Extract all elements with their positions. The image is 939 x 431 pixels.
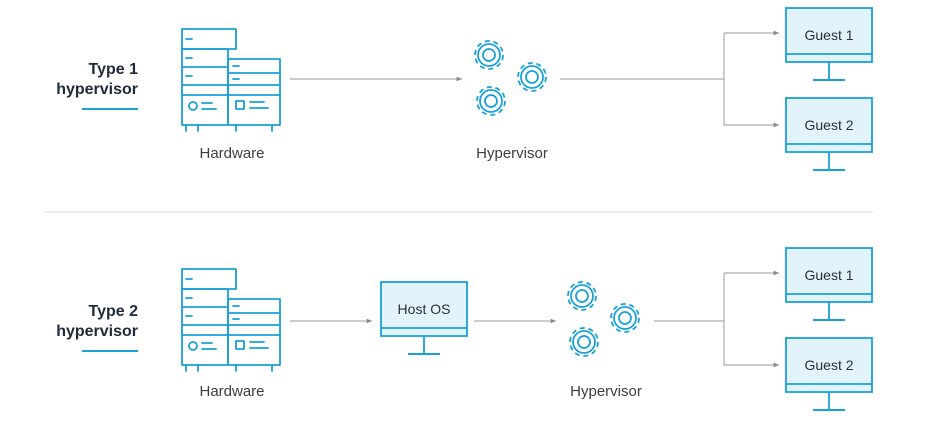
- guest1-label: Guest 1: [804, 267, 854, 283]
- hypervisor-label: Hypervisor: [476, 145, 548, 162]
- row-title-line2: hypervisor: [56, 81, 138, 98]
- row-title-line1: Type 2: [88, 303, 139, 320]
- gears-icon: [474, 40, 547, 116]
- row-type2-connectors: [290, 270, 779, 368]
- server-rack-icon: [181, 268, 281, 372]
- row-title-underline: [82, 108, 138, 110]
- hypervisor-label: Hypervisor: [570, 383, 642, 400]
- server-rack-icon: [181, 28, 281, 132]
- guest2-label: Guest 2: [804, 117, 854, 133]
- row-type1-connectors: [290, 30, 779, 128]
- row-title-line2: hypervisor: [56, 323, 138, 340]
- row-title-type2: Type 2 hypervisor: [34, 302, 138, 342]
- hardware-label: Hardware: [199, 145, 265, 162]
- hardware-label: Hardware: [199, 383, 265, 400]
- row-title-underline: [82, 350, 138, 352]
- guest1-label: Guest 1: [804, 27, 854, 43]
- monitor-icon: [785, 247, 873, 321]
- row-title-line1: Type 1: [88, 61, 139, 78]
- guest2-label: Guest 2: [804, 357, 854, 373]
- monitor-icon: [785, 337, 873, 411]
- monitor-icon: [380, 281, 468, 355]
- monitor-icon: [785, 97, 873, 171]
- monitor-icon: [785, 7, 873, 81]
- gears-icon: [567, 281, 640, 357]
- host-os-label: Host OS: [397, 301, 451, 317]
- row-title-type1: Type 1 hypervisor: [34, 60, 138, 100]
